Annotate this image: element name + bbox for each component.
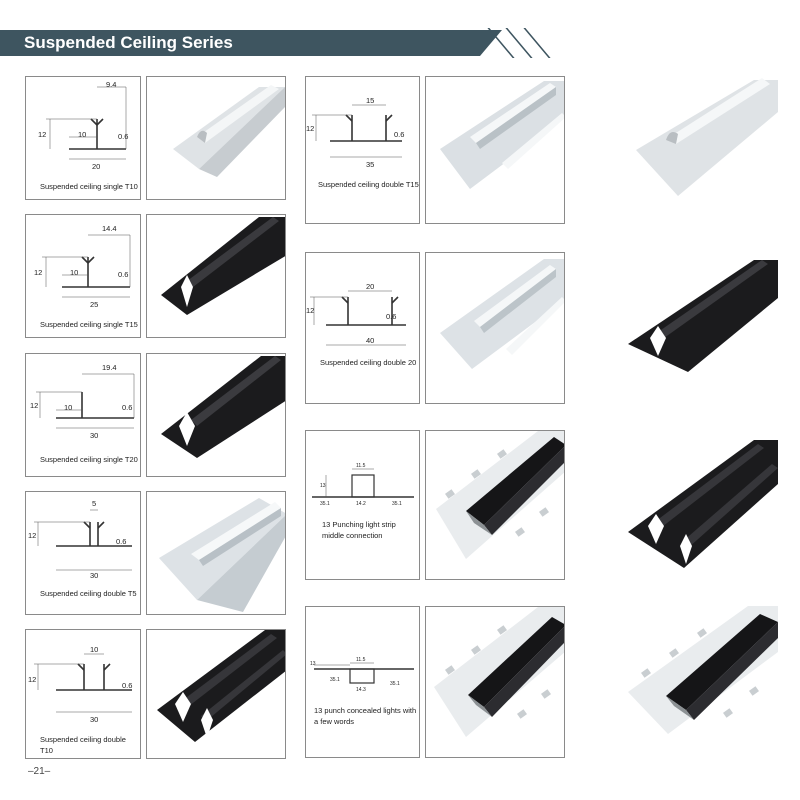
dim-label: 14.2 bbox=[356, 501, 366, 507]
product-caption: Suspended ceiling double 20 bbox=[320, 358, 417, 367]
product-drawing-punching-middle: 11.5 13 35.1 14.2 35.1 13 Punching light… bbox=[305, 430, 420, 580]
dim-label: 14.3 bbox=[356, 687, 366, 693]
dim-label: 20 bbox=[366, 282, 375, 291]
dim-label: 10 bbox=[90, 645, 99, 654]
dim-label: 11.5 bbox=[356, 463, 366, 469]
product-photo-punching-middle bbox=[425, 430, 565, 580]
product-caption: Suspended ceiling double T15 bbox=[318, 180, 419, 189]
product-photo-right-punch bbox=[628, 606, 778, 734]
product-caption: 13 punch concealed lights with a few wor… bbox=[314, 706, 417, 726]
product-photo-double-t5 bbox=[146, 491, 286, 615]
dim-label: 35.1 bbox=[392, 501, 402, 507]
product-drawing-single-t15: 14.4 12 10 0.6 25 Suspended ceiling sing… bbox=[25, 214, 141, 338]
dim-label: 30 bbox=[90, 431, 99, 440]
dim-label: 0.6 bbox=[386, 312, 397, 321]
dim-label: 11.5 bbox=[356, 657, 366, 663]
dim-label: 10 bbox=[78, 130, 87, 139]
product-photo-right-black-single bbox=[628, 260, 778, 372]
product-caption: Suspended ceiling single T15 bbox=[40, 320, 138, 329]
dim-label: 5 bbox=[92, 499, 97, 508]
dim-label: 40 bbox=[366, 336, 375, 345]
product-drawing-double-20: 20 12 0.6 40 Suspended ceiling double 20 bbox=[305, 252, 420, 404]
dim-label: 0.6 bbox=[122, 681, 133, 690]
product-drawing-punch-concealed: 11.5 13 35.1 14.3 35.1 13 punch conceale… bbox=[305, 606, 420, 758]
product-photo-single-t20 bbox=[146, 353, 286, 477]
dim-label: 35.1 bbox=[390, 681, 400, 687]
product-photo-right-silver bbox=[636, 78, 778, 196]
product-drawing-single-t10: 9.4 12 10 0.6 20 Suspended ceiling singl… bbox=[25, 76, 141, 200]
dim-label: 12 bbox=[34, 268, 43, 277]
page-title: Suspended Ceiling Series bbox=[24, 33, 233, 52]
product-drawing-double-t5: 5 12 0.6 30 Suspended ceiling double T5 bbox=[25, 491, 141, 615]
product-caption: 13 Punching light strip middle connectio… bbox=[322, 520, 396, 540]
product-photo-single-t10 bbox=[146, 76, 286, 200]
product-drawing-single-t20: 19.4 12 10 0.6 30 Suspended ceiling sing… bbox=[25, 353, 141, 477]
product-drawing-double-t15: 15 12 0.6 35 Suspended ceiling double T1… bbox=[305, 76, 420, 224]
product-photo-double-20 bbox=[425, 252, 565, 404]
dim-label: 12 bbox=[306, 124, 315, 133]
dim-label: 12 bbox=[28, 531, 37, 540]
dim-label: 15 bbox=[366, 96, 375, 105]
product-photo-double-t15 bbox=[425, 76, 565, 224]
dim-label: 13 bbox=[320, 483, 326, 489]
dim-label: 0.6 bbox=[118, 132, 129, 141]
dim-label: 14.4 bbox=[102, 224, 117, 233]
product-caption: Suspended ceiling single T10 bbox=[40, 182, 138, 191]
product-photo-right-black-double bbox=[628, 440, 778, 568]
product-photo-punch-concealed bbox=[425, 606, 565, 758]
dim-label: 9.4 bbox=[106, 80, 117, 89]
product-photo-single-t15 bbox=[146, 214, 286, 338]
dim-label: 35.1 bbox=[320, 501, 330, 507]
product-caption: Suspended ceiling double T10 bbox=[40, 735, 126, 755]
product-caption: Suspended ceiling single T20 bbox=[40, 455, 138, 464]
dim-label: 12 bbox=[306, 306, 315, 315]
product-drawing-double-t10: 10 12 0.6 30 Suspended ceiling double T1… bbox=[25, 629, 141, 759]
dim-label: 10 bbox=[64, 403, 73, 412]
header-banner bbox=[0, 30, 480, 56]
dim-label: 0.6 bbox=[116, 537, 127, 546]
dim-label: 25 bbox=[90, 300, 99, 309]
dim-label: 0.6 bbox=[394, 130, 405, 139]
product-caption: Suspended ceiling double T5 bbox=[40, 589, 137, 598]
page-number: –21– bbox=[28, 766, 51, 777]
header-banner-tip bbox=[480, 30, 502, 56]
product-photo-double-t10 bbox=[146, 629, 286, 759]
dim-label: 30 bbox=[90, 571, 99, 580]
dim-label: 35 bbox=[366, 160, 375, 169]
dim-label: 0.6 bbox=[122, 403, 133, 412]
dim-label: 10 bbox=[70, 268, 79, 277]
dim-label: 12 bbox=[38, 130, 47, 139]
dim-label: 30 bbox=[90, 715, 99, 724]
dim-label: 13 bbox=[310, 661, 316, 667]
dim-label: 20 bbox=[92, 162, 101, 171]
dim-label: 35.1 bbox=[330, 677, 340, 683]
dim-label: 0.6 bbox=[118, 270, 129, 279]
dim-label: 12 bbox=[30, 401, 39, 410]
dim-label: 19.4 bbox=[102, 363, 117, 372]
dim-label: 12 bbox=[28, 675, 37, 684]
